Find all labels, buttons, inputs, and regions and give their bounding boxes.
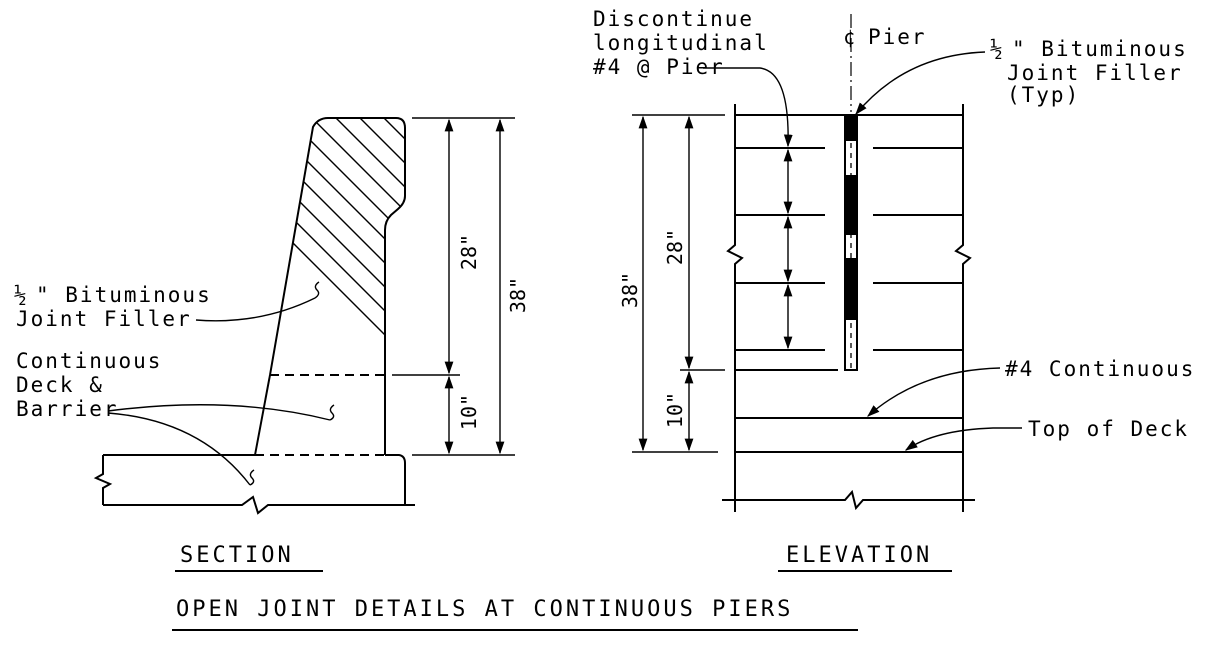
elev-dim-28-label: 28" — [663, 229, 687, 265]
elevation-left-edge — [726, 104, 744, 512]
discontinue-line3: #4 @ Pier — [593, 55, 725, 79]
elev-dim-38-label: 38" — [618, 272, 642, 308]
section-title: SECTION — [180, 543, 294, 568]
discontinue-line2: longitudinal — [593, 31, 769, 55]
section-continuous-line3: Barrier — [16, 397, 119, 421]
hatch-line — [270, 118, 405, 375]
hatch-line — [293, 118, 405, 375]
hatch-line — [365, 118, 405, 375]
top-of-deck-label: Top of Deck — [1028, 417, 1189, 441]
section-continuous-leader-a-tick — [329, 404, 335, 421]
section-continuous-leader-a — [107, 404, 331, 421]
dim-38-label: 38" — [506, 277, 530, 313]
section-continuous-line2: Deck & — [16, 373, 104, 397]
section-filler-line1: " Bituminous — [36, 283, 212, 307]
hatch-line — [270, 118, 405, 375]
dim-10-label: 10" — [457, 394, 481, 430]
hatch-line — [462, 100, 752, 390]
pier-cl-symbol: ¢ — [843, 25, 855, 49]
section-filler-line2: Joint Filler — [16, 307, 192, 331]
section-view: 28" 10" 38" ½ " Bituminous Joint Filler … — [14, 100, 800, 572]
deck-bottom-break — [722, 489, 975, 511]
deck-break-line — [93, 455, 113, 505]
discontinue-leader — [703, 67, 793, 148]
hatch-line — [510, 100, 800, 390]
elevation-view: ¢ Pier 38" 28" 10" Discontinue longitudi… — [593, 7, 1195, 572]
elev-filler-line2: Joint Filler — [1007, 61, 1183, 85]
elevation-title: ELEVATION — [786, 543, 932, 568]
section-filler-leader-tick — [314, 281, 320, 299]
sheet-title: OPEN JOINT DETAILS AT CONTINUOUS PIERS — [176, 597, 793, 622]
elev-dim-10-label: 10" — [663, 392, 687, 428]
barrier-front-face-lower — [254, 374, 271, 456]
joint-filler-segment-1 — [845, 115, 857, 141]
section-continuous-line1: Continuous — [16, 349, 162, 373]
continuous-bar-label: #4 Continuous — [1005, 357, 1195, 381]
discontinue-line1: Discontinue — [593, 7, 754, 31]
section-continuous-leader-b — [107, 412, 251, 486]
joint-filler-segment-3 — [845, 258, 857, 320]
hatch-line — [270, 118, 405, 375]
elev-filler-line3: (Typ) — [1007, 83, 1080, 107]
hatch-line — [317, 118, 405, 375]
elevation-right-edge — [954, 104, 972, 512]
hatch-line — [270, 118, 405, 375]
hatch-line — [486, 100, 776, 390]
hatch-line — [389, 118, 405, 375]
barrier-outline-upper — [269, 117, 406, 376]
hatch-line — [270, 118, 405, 375]
elev-filler-leader — [855, 51, 986, 115]
continuous-bar-leader — [867, 367, 1001, 417]
dim-28-label: 28" — [457, 234, 481, 270]
elev-filler-line1: " Bituminous — [1012, 37, 1188, 61]
section-filler-leader — [195, 297, 316, 322]
section-continuous-leader-b-tick — [249, 469, 255, 486]
hatch-line — [341, 118, 405, 375]
elev-filler-fraction: ½ — [990, 37, 1005, 61]
top-of-deck-leader — [904, 427, 1022, 451]
deck-outline — [103, 454, 415, 515]
section-filler-fraction: ½ — [14, 283, 29, 307]
pier-cl-label: Pier — [868, 25, 927, 49]
